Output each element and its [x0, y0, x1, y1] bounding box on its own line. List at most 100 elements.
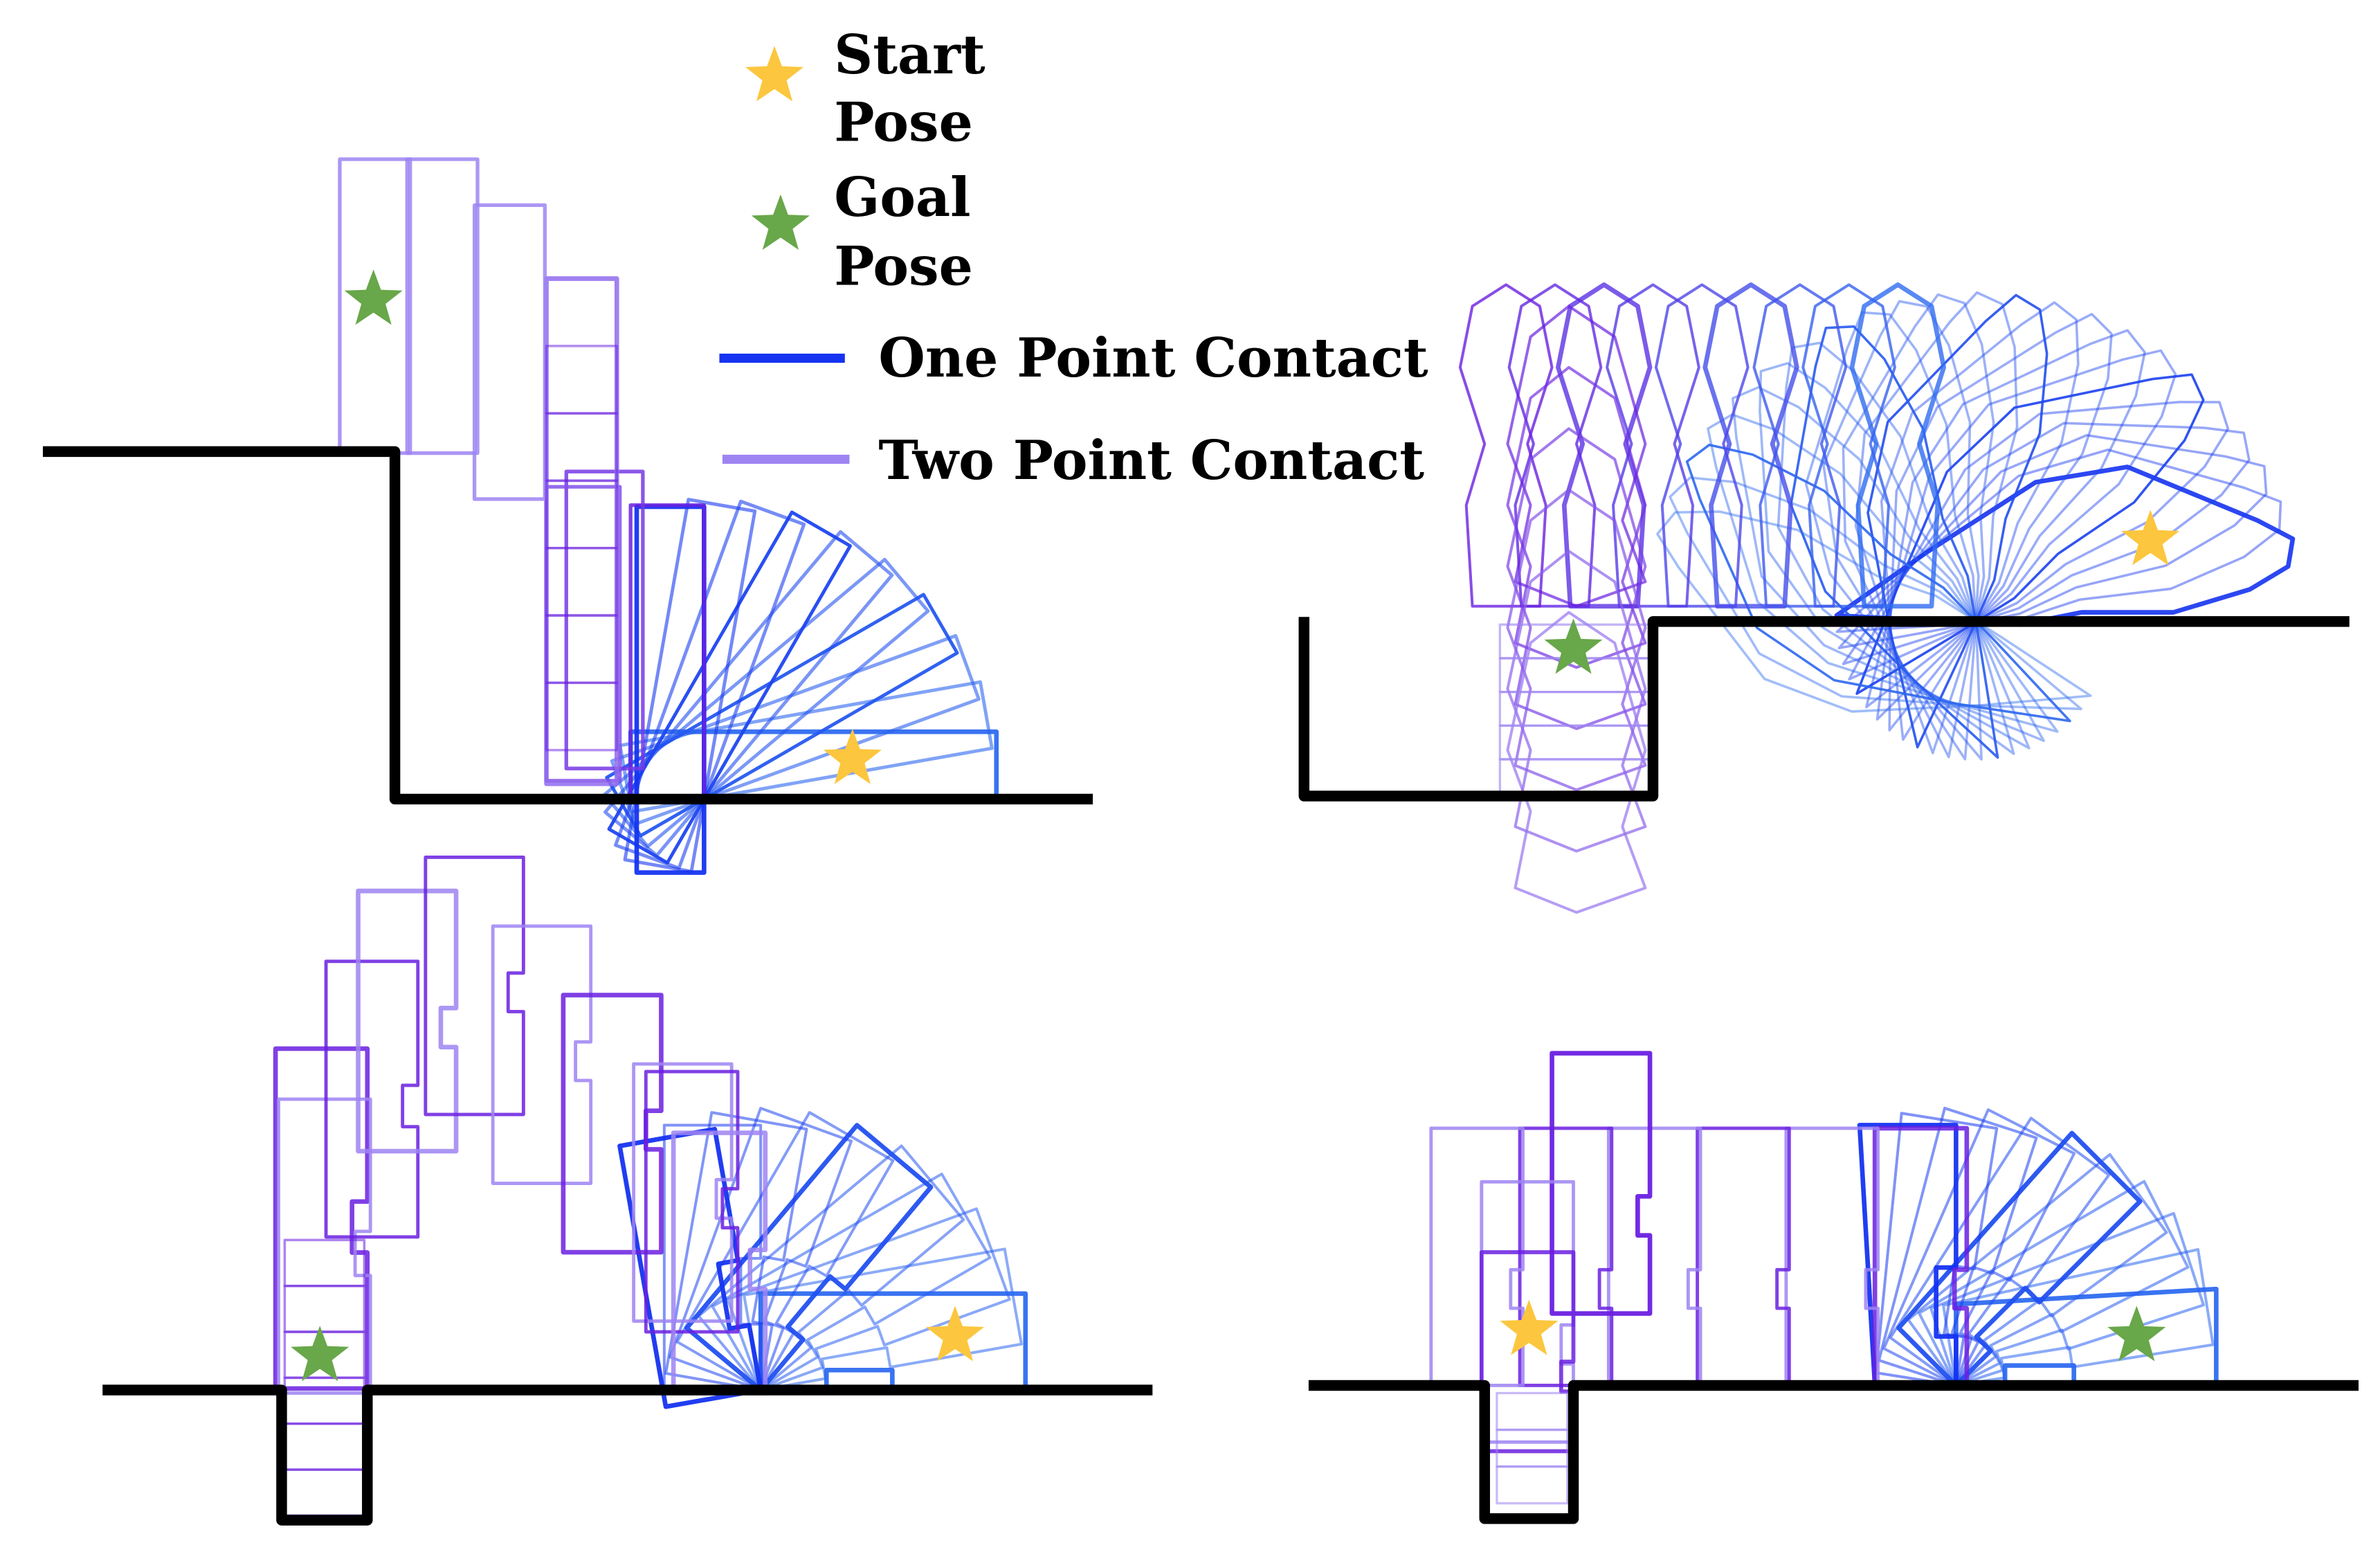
pose-outline — [1848, 400, 2230, 681]
pose-outline — [1855, 373, 2205, 695]
pose-outline — [1842, 422, 2251, 665]
panel-bottom-right-trajectory — [1429, 1051, 2219, 1505]
pose-outline — [424, 856, 525, 1117]
pose-outline — [1888, 313, 2113, 732]
pose-outline — [1822, 300, 1980, 761]
pose-outline — [1656, 510, 2092, 713]
panel-top-right-ground — [1298, 616, 2350, 802]
pose-outline — [1518, 1126, 1614, 1387]
legend-start-line2: Pose — [834, 91, 973, 154]
pose-outline — [1479, 1250, 1576, 1454]
pose-outline — [1507, 283, 1603, 608]
pose-outline — [607, 510, 852, 865]
pose-outline — [544, 276, 619, 786]
pose-outline — [1702, 282, 1799, 609]
pose-outline — [1496, 1465, 1569, 1505]
pose-outline — [283, 1376, 366, 1425]
pose-outline — [1506, 305, 1647, 608]
pose-outline — [545, 479, 619, 550]
pose-outline — [602, 557, 930, 849]
pose-outline — [1842, 293, 1995, 759]
pose-outline — [545, 681, 619, 752]
pose-outline — [1857, 1123, 1959, 1388]
panel-bottom-right-goal-star-icon — [2107, 1305, 2166, 1362]
pose-outline — [1506, 427, 1647, 730]
pose-outline — [1865, 349, 2177, 709]
legend-one-point-label: One Point Contact — [878, 327, 1428, 390]
pose-outline — [1954, 1286, 2219, 1388]
pose-outline — [697, 1144, 965, 1392]
pose-outline — [711, 1173, 992, 1392]
panel-top-right-trajectory — [1458, 282, 2296, 914]
pose-outline — [1669, 476, 2082, 710]
legend-goal-line1: Goal — [834, 166, 970, 229]
pose-outline — [1789, 325, 1999, 759]
pose-outline — [1849, 282, 1947, 609]
panel-top-left — [42, 157, 1093, 875]
pose-outline — [669, 1106, 853, 1392]
pose-outline — [617, 1126, 763, 1409]
pose-outline — [1696, 1126, 1791, 1387]
pose-outline — [324, 959, 420, 1239]
pose-outline — [1496, 1428, 1569, 1468]
panel-bottom-left-trajectory — [273, 856, 1028, 1517]
pose-outline — [472, 203, 547, 501]
pose-outline — [1777, 341, 2015, 755]
legend-goal-line2: Pose — [834, 235, 973, 298]
pose-outline — [491, 924, 593, 1185]
pose-outline — [1458, 283, 1554, 608]
pose-outline — [1854, 291, 2019, 755]
panel-bottom-left-goal-star-icon — [291, 1326, 349, 1382]
legend: Start Pose Goal Pose One Point Contact T… — [719, 24, 1428, 492]
pose-outline — [1506, 365, 1647, 669]
panel-bottom-right-start-star-icon — [1500, 1299, 1559, 1355]
legend-start-line1: Start — [834, 24, 985, 87]
pose-outline — [628, 729, 999, 802]
panel-bottom-left — [102, 856, 1153, 1526]
panel-bottom-right-ground — [1308, 1380, 2359, 1524]
pose-outline — [1506, 550, 1647, 853]
pose-outline — [623, 498, 757, 874]
pose-outline — [1880, 301, 2080, 741]
pose-outline — [545, 614, 619, 685]
panel-bottom-right — [1308, 1051, 2359, 1524]
legend-two-point-label: Two Point Contact — [878, 429, 1424, 492]
pose-outline — [283, 1468, 366, 1517]
pose-outline — [618, 680, 994, 814]
pose-outline — [1606, 283, 1700, 608]
pose-outline — [1654, 283, 1750, 608]
pose-outline — [1801, 283, 1896, 608]
pose-outline — [1685, 443, 2071, 723]
start-star-icon — [745, 46, 804, 102]
pose-outline — [605, 593, 959, 838]
panel-top-left-ground — [42, 446, 1093, 805]
pose-outline — [726, 1207, 1011, 1392]
pose-outline — [675, 1111, 895, 1392]
pose-outline — [644, 1069, 740, 1334]
pose-outline — [1759, 362, 2031, 750]
pose-outline — [684, 1123, 934, 1393]
pose-outline — [1837, 433, 2268, 649]
pose-outline — [283, 1422, 366, 1471]
pose-outline — [338, 157, 412, 455]
pose-outline — [1875, 329, 2146, 721]
panel-top-left-goal-star-icon — [344, 269, 403, 325]
pose-outline — [1731, 386, 2045, 742]
panel-bottom-left-ground — [102, 1384, 1153, 1526]
pose-outline — [1496, 1391, 1569, 1431]
pose-outline — [283, 1284, 366, 1333]
pose-outline — [1429, 1126, 1525, 1387]
pose-outline — [545, 546, 619, 617]
pose-outline — [405, 157, 480, 455]
pose-outline — [1550, 1051, 1653, 1316]
pose-outline — [662, 1123, 763, 1392]
pose-outline — [277, 1097, 372, 1395]
pose-outline — [1804, 311, 1983, 761]
pose-outline — [614, 499, 806, 870]
goal-star-icon — [751, 194, 810, 250]
pose-outline — [545, 345, 619, 415]
pose-outline — [603, 530, 894, 858]
pose-outline — [1506, 488, 1647, 792]
panel-bottom-left-start-star-icon — [926, 1305, 985, 1362]
